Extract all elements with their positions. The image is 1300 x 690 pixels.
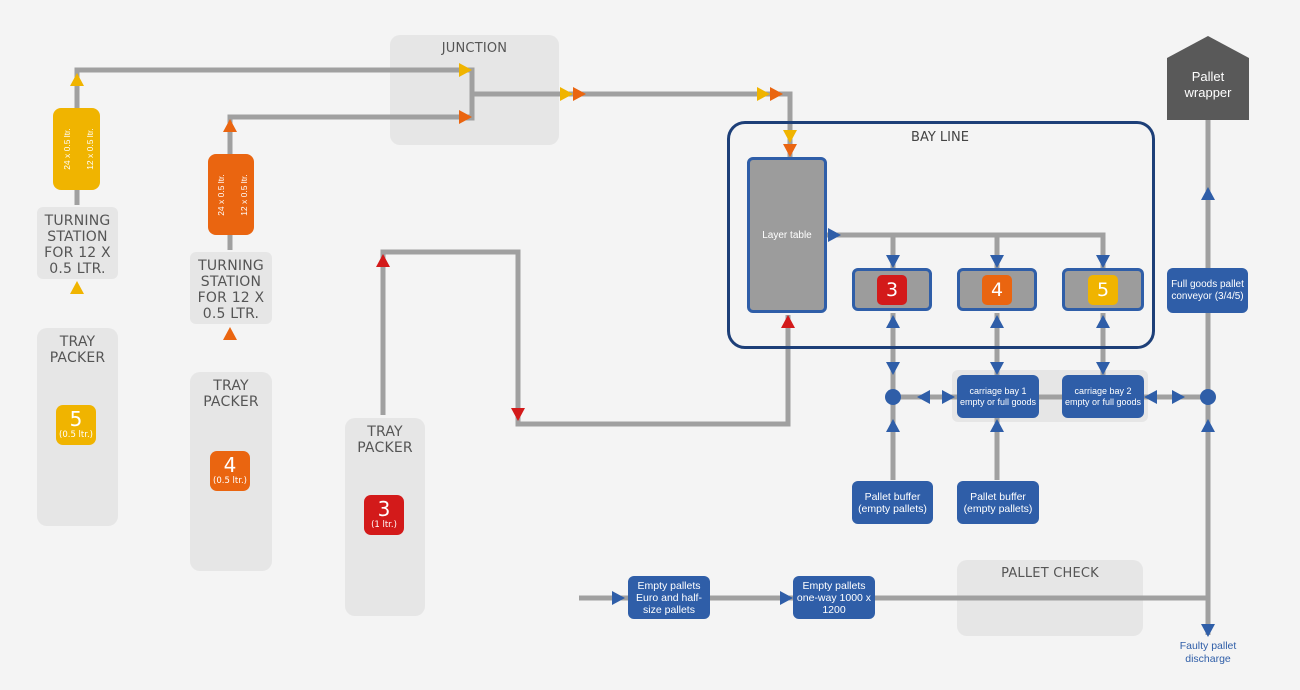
bay-3-number: 3 — [877, 274, 907, 305]
pallet-wrapper-label: Pallet wrapper — [1184, 69, 1232, 100]
carriage-bay-2: carriage bay 2 empty or full goods — [1062, 375, 1144, 418]
bay-4: 4 — [957, 268, 1037, 311]
pallet-wrapper — [1167, 36, 1249, 120]
tray-packer-4-zone: TRAY PACKER — [190, 372, 272, 571]
full-goods-conveyor-label: Full goods pallet conveyor (3/4/5) — [1171, 278, 1244, 302]
tray-packer-3-machine: 3 (1 ltr.) — [364, 495, 404, 535]
conveyor-line-3 — [380, 249, 791, 427]
pack-buffer-orange-24: 24 x 0.5 ltr. — [216, 173, 226, 216]
empty-pallets-oneway: Empty pallets one-way 1000 x 1200 — [793, 576, 875, 619]
machine-5-number: 5 — [69, 407, 83, 431]
pack-buffer-yellow: 24 x 0.5 ltr. 12 x 0.5 ltr. — [53, 108, 100, 190]
bay-5-number: 5 — [1088, 274, 1118, 305]
machine-4-number: 4 — [223, 453, 237, 477]
junction-label: JUNCTION — [441, 41, 508, 56]
machine-3-number: 3 — [377, 497, 391, 521]
full-goods-conveyor: Full goods pallet conveyor (3/4/5) — [1167, 268, 1248, 313]
empty-pallets-oneway-label: Empty pallets one-way 1000 x 1200 — [796, 579, 872, 616]
tray-packer-4-machine: 4 (0.5 ltr.) — [210, 451, 250, 491]
bay-line-frame — [727, 121, 1155, 349]
pallet-buffer-2: Pallet buffer (empty pallets) — [957, 481, 1039, 524]
conveyor-line-4 — [227, 114, 472, 250]
tray-packer-5-label: TRAY PACKER — [49, 334, 106, 366]
pack-buffer-yellow-12: 12 x 0.5 ltr. — [84, 128, 95, 170]
pallet-buffer-1-label: Pallet buffer (empty pallets) — [858, 490, 927, 515]
turning-station-1: TURNING STATION FOR 12 X 0.5 LTR. — [37, 207, 118, 279]
turning-station-1-label: TURNING STATION FOR 12 X 0.5 LTR. — [44, 213, 111, 277]
turning-station-2-label: TURNING STATION FOR 12 X 0.5 LTR. — [197, 258, 265, 322]
tray-packer-3-label: TRAY PACKER — [357, 424, 413, 456]
empty-pallets-euro-label: Empty pallets Euro and half-size pallets — [636, 579, 702, 616]
pallet-buffer-2-label: Pallet buffer (empty pallets) — [963, 490, 1033, 515]
carriage-bay-1: carriage bay 1 empty or full goods — [957, 375, 1039, 418]
pack-buffer-yellow-24: 24 x 0.5 ltr. — [61, 128, 72, 170]
tray-packer-5-zone: TRAY PACKER — [37, 328, 118, 526]
layer-table-label: Layer table — [762, 230, 812, 241]
machine-5-volume: (0.5 ltr.) — [59, 430, 93, 440]
bay-4-number: 4 — [982, 274, 1012, 305]
turning-station-2: TURNING STATION FOR 12 X 0.5 LTR. — [190, 252, 272, 324]
pack-buffer-orange: 24 x 0.5 ltr. 12 x 0.5 ltr. — [208, 154, 254, 235]
bay-line-label: BAY LINE — [911, 130, 969, 145]
conveyor-line-5 — [74, 67, 475, 205]
machine-4-volume: (0.5 ltr.) — [213, 476, 247, 486]
pallet-check-label: PALLET CHECK — [1001, 566, 1099, 581]
pack-buffer-orange-12: 12 x 0.5 ltr. — [239, 173, 249, 216]
carriage-bay-1-label: carriage bay 1 empty or full goods — [959, 385, 1037, 407]
layer-table: Layer table — [747, 157, 827, 313]
bay-5: 5 — [1062, 268, 1144, 311]
faulty-pallet-discharge-label: Faulty pallet discharge — [1179, 640, 1237, 665]
tray-packer-5-machine: 5 (0.5 ltr.) — [56, 405, 96, 445]
carriage-bay-2-label: carriage bay 2 empty or full goods — [1064, 385, 1142, 407]
pallet-buffer-1: Pallet buffer (empty pallets) — [852, 481, 933, 524]
bay-3: 3 — [852, 268, 932, 311]
tray-packer-4-label: TRAY PACKER — [203, 378, 259, 410]
machine-3-volume: (1 ltr.) — [371, 520, 397, 530]
empty-pallets-euro: Empty pallets Euro and half-size pallets — [628, 576, 710, 619]
